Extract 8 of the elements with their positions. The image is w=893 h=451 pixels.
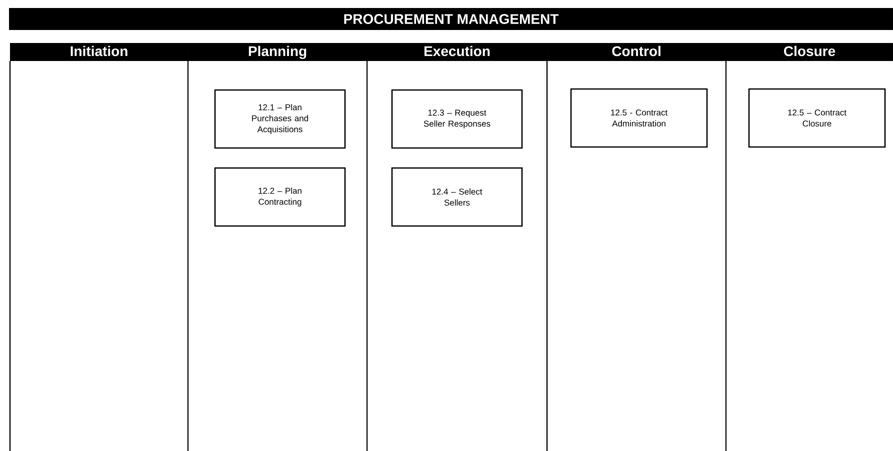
- process-box: 12.2 – Plan Contracting: [214, 167, 346, 227]
- title-bar: PROCUREMENT MANAGEMENT: [9, 8, 893, 30]
- process-box: 12.5 – Contract Closure: [748, 88, 886, 148]
- process-box: 12.3 – Request Seller Responses: [391, 89, 523, 149]
- swimlane-column: Initiation: [9, 43, 188, 451]
- process-box: 12.4 – Select Sellers: [391, 167, 523, 227]
- process-box: 12.5 - Contract Administration: [570, 88, 708, 148]
- process-box: 12.1 – Plan Purchases and Acquisitions: [214, 89, 346, 149]
